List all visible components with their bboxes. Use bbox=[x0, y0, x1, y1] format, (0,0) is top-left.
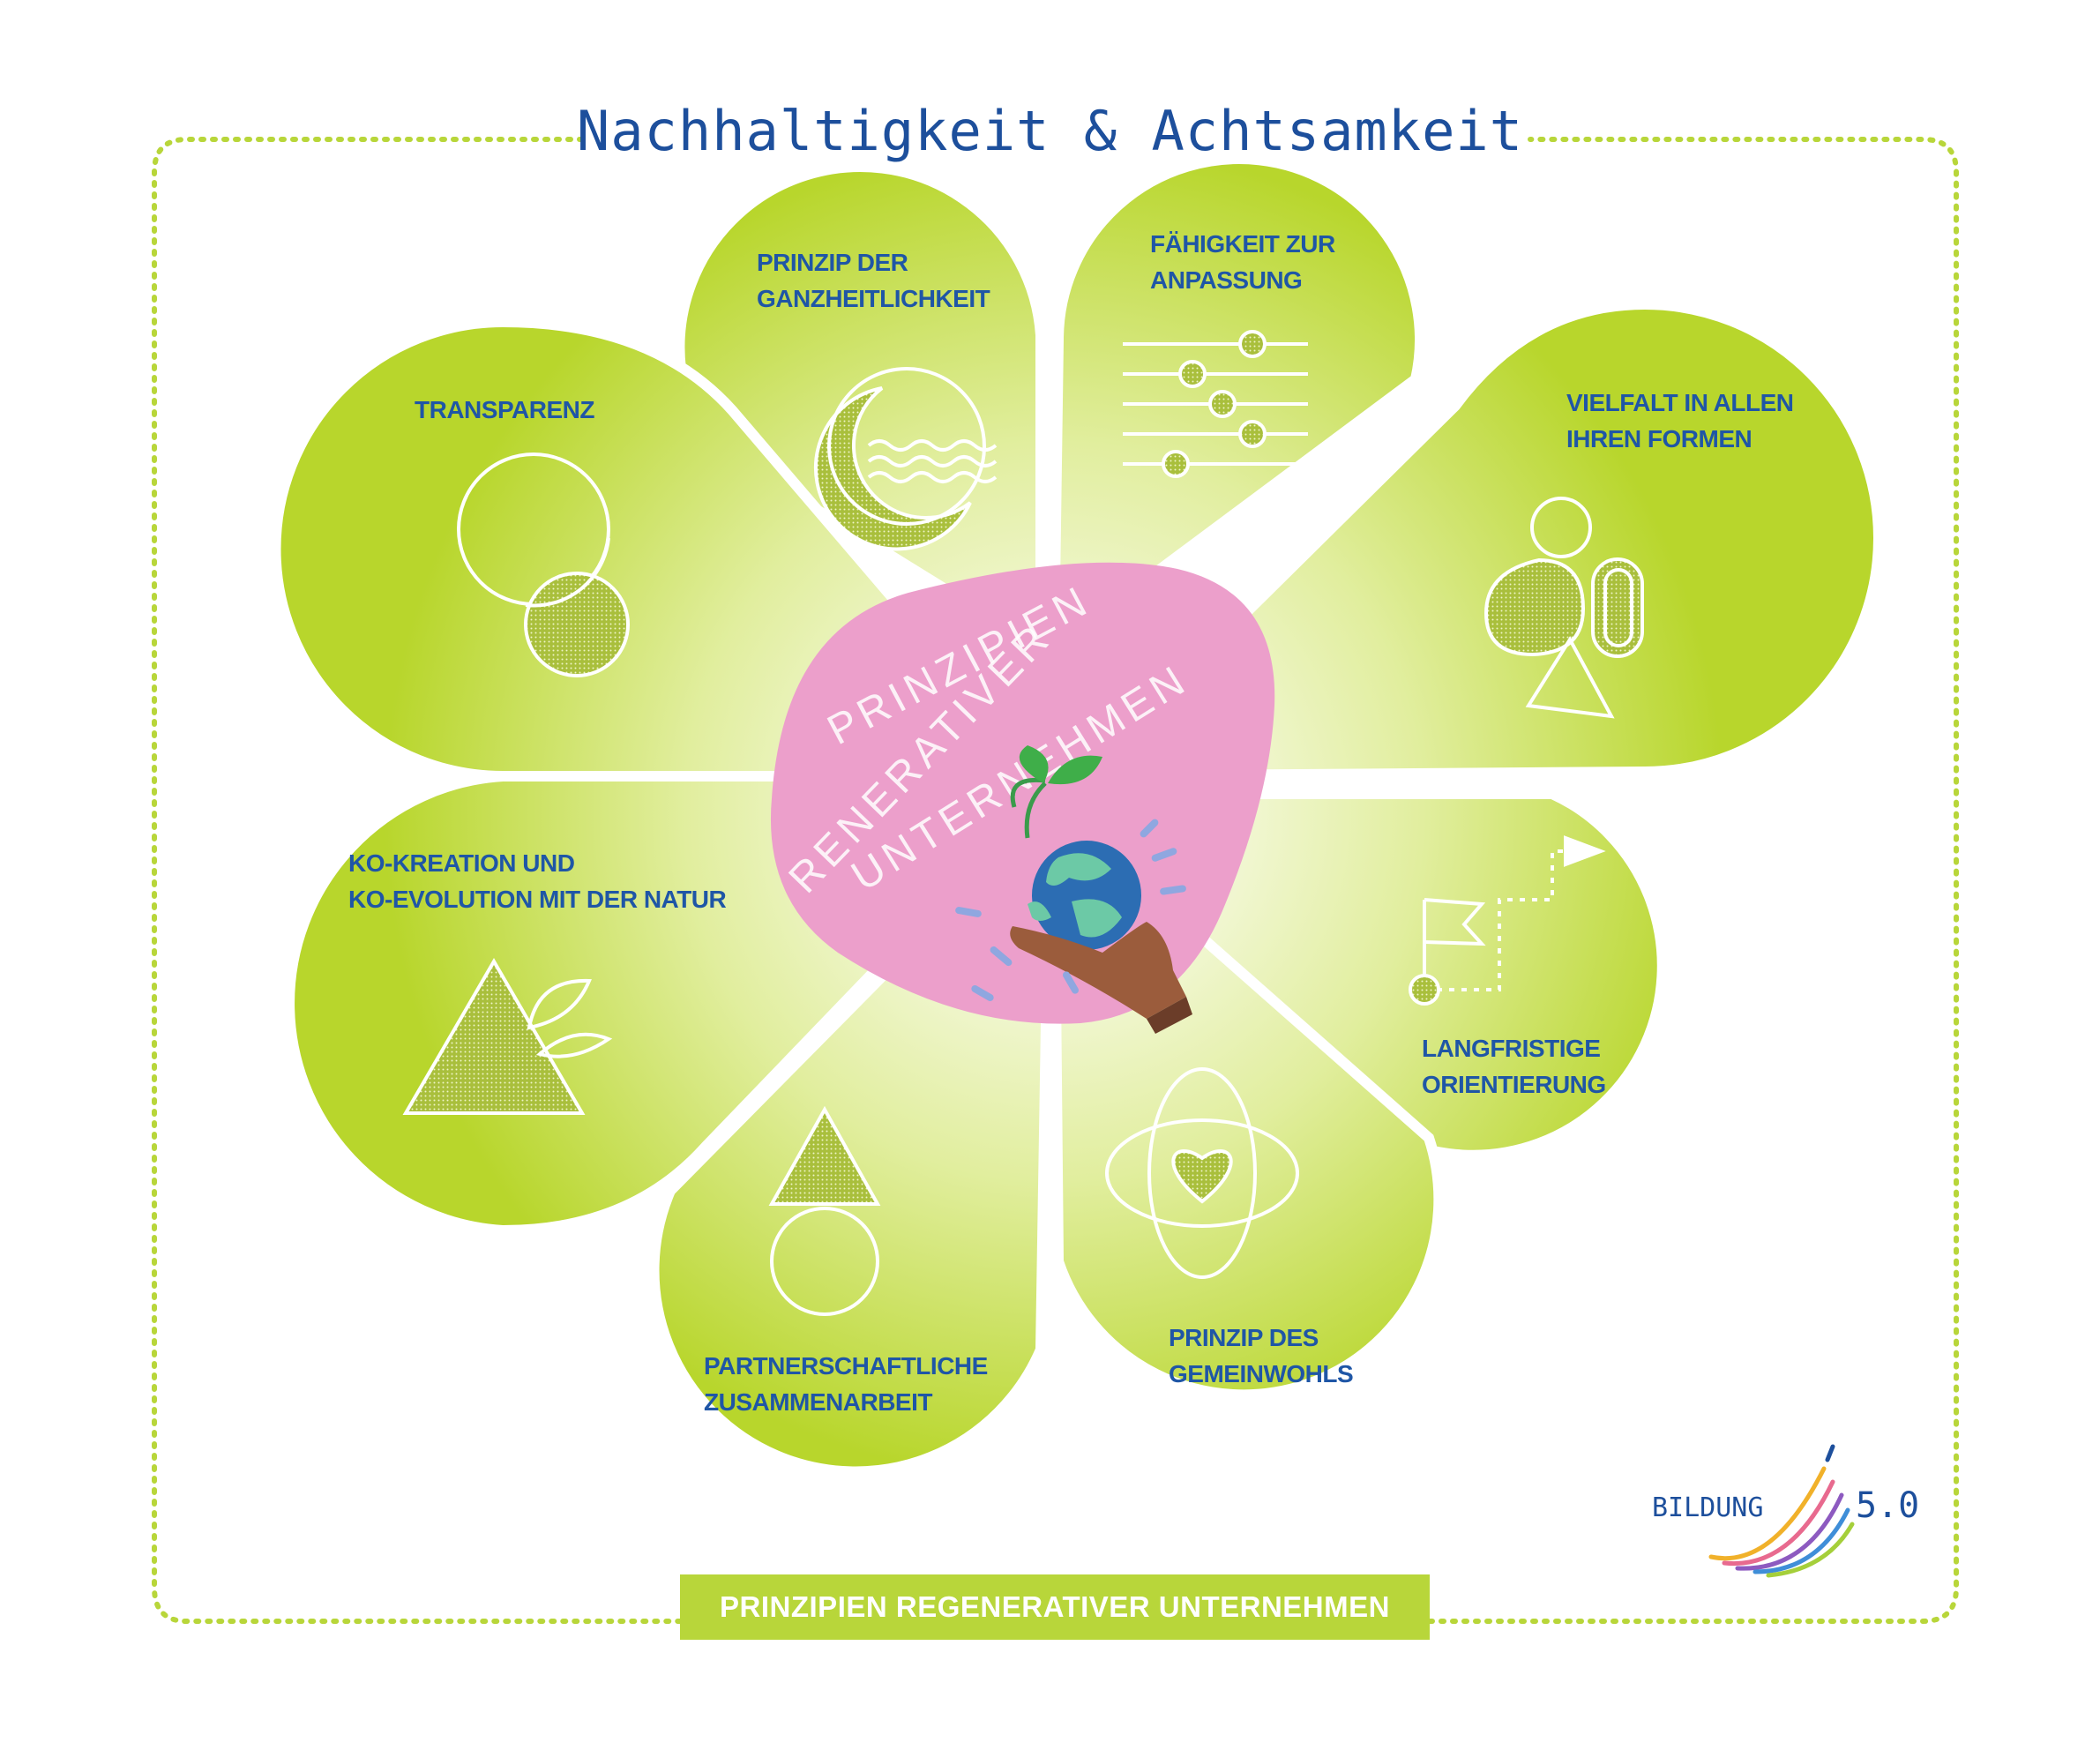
brand-number: 5.0 bbox=[1856, 1485, 1920, 1526]
label-line: KO-EVOLUTION MIT DER NATUR bbox=[348, 886, 727, 913]
brand-word: BILDUNG bbox=[1652, 1492, 1764, 1523]
label-orientierung: LANGFRISTIGE ORIENTIERUNG bbox=[1422, 1030, 1606, 1103]
label-line: PRINZIP DES bbox=[1169, 1324, 1319, 1351]
label-line: VIELFALT IN ALLEN bbox=[1566, 389, 1794, 416]
label-line: PARTNERSCHAFTLICHE bbox=[704, 1352, 988, 1380]
center-blob bbox=[770, 562, 1275, 1024]
label-line: ANPASSUNG bbox=[1150, 266, 1303, 294]
label-line: ORIENTIERUNG bbox=[1422, 1071, 1606, 1098]
label-line: IHREN FORMEN bbox=[1566, 425, 1752, 452]
label-ganzheitlichkeit: PRINZIP DER GANZHEITLICHKEIT bbox=[757, 244, 990, 317]
label-anpassung: FÄHIGKEIT ZUR ANPASSUNG bbox=[1150, 226, 1335, 298]
label-transparenz: TRANSPARENZ bbox=[415, 392, 594, 428]
dotted-frame bbox=[152, 137, 1959, 1624]
label-line: PRINZIP DER bbox=[757, 249, 908, 276]
overlapping-circles-icon bbox=[457, 452, 630, 677]
label-partnerschaft: PARTNERSCHAFTLICHE ZUSAMMENARBEIT bbox=[704, 1348, 988, 1420]
earth-hand-icon bbox=[955, 745, 1192, 1034]
triangle-circle-icon bbox=[768, 1105, 881, 1316]
heart-orbit-icon bbox=[1105, 1067, 1299, 1279]
page-title: Nachhaltigkeit & Achtsamkeit bbox=[576, 99, 1524, 163]
label-line: GANZHEITLICHKEIT bbox=[757, 285, 990, 312]
label-line: ZUSAMMENARBEIT bbox=[704, 1388, 932, 1416]
label-line: LANGFRISTIGE bbox=[1422, 1035, 1601, 1062]
label-line: TRANSPARENZ bbox=[415, 396, 594, 423]
petals-group bbox=[270, 153, 1884, 1477]
label-ko-kreation: KO-KREATION UND KO-EVOLUTION MIT DER NAT… bbox=[348, 845, 727, 917]
sliders-icon bbox=[1123, 330, 1308, 478]
crescent-waves-icon bbox=[813, 367, 998, 551]
label-vielfalt: VIELFALT IN ALLEN IHREN FORMEN bbox=[1566, 385, 1794, 457]
label-line: FÄHIGKEIT ZUR bbox=[1150, 230, 1335, 258]
label-line: KO-KREATION UND bbox=[348, 849, 575, 877]
brand-swoosh-icon bbox=[1708, 1444, 1855, 1578]
shapes-diversity-icon bbox=[1483, 497, 1644, 719]
triangle-leaves-icon bbox=[402, 958, 613, 1115]
footer-banner: PRINZIPIEN REGENERATIVER UNTERNEHMEN bbox=[680, 1574, 1430, 1640]
label-line: GEMEINWOHLS bbox=[1169, 1360, 1354, 1387]
label-gemeinwohl: PRINZIP DES GEMEINWOHLS bbox=[1169, 1320, 1354, 1392]
flag-path-icon bbox=[1409, 835, 1606, 1006]
